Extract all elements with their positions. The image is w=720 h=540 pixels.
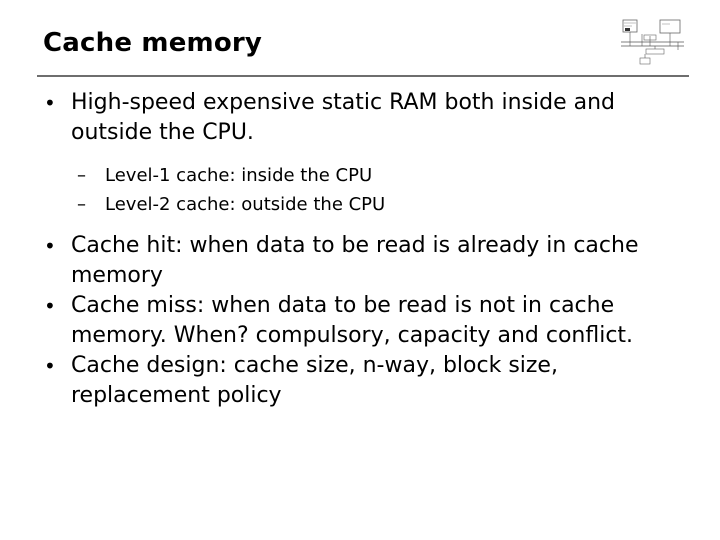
sub-bullet-text: Level-2 cache: outside the CPU — [105, 194, 386, 215]
bullet-text: Cache design: cache size, n-way, block s… — [71, 353, 558, 408]
sub-bullet-item: – Level-2 cache: outside the CPU — [44, 190, 684, 219]
bullet-item: • Cache miss: when data to be read is no… — [44, 291, 684, 351]
bullet-marker: • — [44, 234, 56, 258]
title-divider — [37, 75, 689, 77]
sub-bullet-marker: – — [77, 194, 86, 215]
bullet-text: Cache hit: when data to be read is alrea… — [71, 233, 639, 288]
bullet-item: • Cache design: cache size, n-way, block… — [44, 351, 684, 411]
bullet-marker: • — [44, 294, 56, 318]
sub-bullet-item: – Level-1 cache: inside the CPU — [44, 161, 684, 190]
slide-title: Cache memory — [43, 28, 263, 58]
bullet-item: • High-speed expensive static RAM both i… — [44, 88, 684, 148]
bullet-text: High-speed expensive static RAM both ins… — [71, 90, 616, 145]
slide-body: • High-speed expensive static RAM both i… — [44, 88, 684, 411]
bullet-item: • Cache hit: when data to be read is alr… — [44, 231, 684, 291]
sub-bullet-marker: – — [77, 165, 86, 186]
computer-architecture-diagram-icon — [621, 19, 684, 65]
bullet-text: Cache miss: when data to be read is not … — [71, 293, 634, 348]
bullet-marker: • — [44, 91, 56, 115]
sub-bullet-text: Level-1 cache: inside the CPU — [105, 165, 373, 186]
bullet-marker: • — [44, 354, 56, 378]
